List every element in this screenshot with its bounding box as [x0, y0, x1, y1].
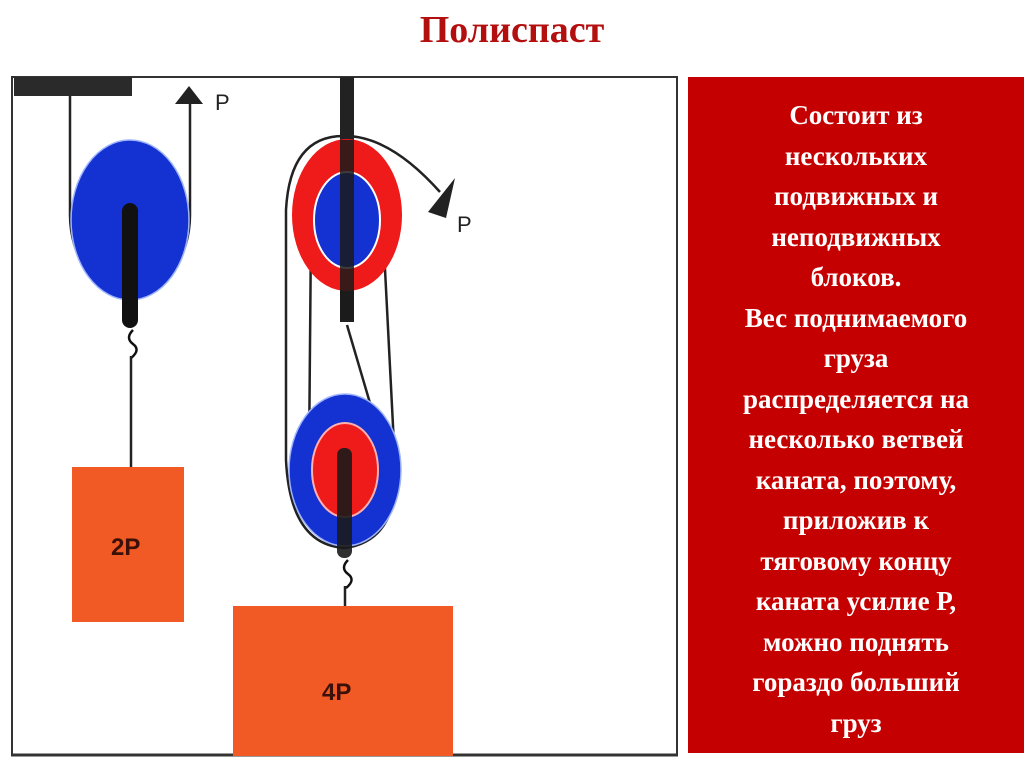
panel-line: груза [823, 343, 889, 373]
weight-4p [233, 606, 453, 756]
ceiling-mount [14, 77, 132, 96]
weight-4p-label: 4P [322, 679, 351, 706]
pulley-diagram: P 2P P 4P [11, 76, 678, 757]
right-force-label: P [457, 212, 472, 237]
panel-line: тяговому концу [760, 545, 952, 576]
panel-line: неподвижных [771, 221, 941, 252]
panel-line: Вес поднимаемого [744, 302, 968, 333]
panel-line: приложив к [782, 505, 930, 535]
force-arrow-diagonal-icon [428, 178, 455, 218]
description-panel: Состоит из нескольких подвижных и неподв… [688, 77, 1024, 753]
panel-line: блоков. [810, 262, 902, 292]
slide-title: Полиспаст [419, 9, 605, 51]
weight-2p-label: 2P [111, 534, 140, 561]
right-pulley-system: P 4P [233, 77, 472, 756]
left-force-label: P [215, 90, 230, 115]
panel-line: несколько ветвей [748, 424, 964, 454]
panel-line: можно поднять [763, 626, 949, 657]
panel-line: распределяется на [742, 383, 970, 414]
panel-line: груз [830, 707, 882, 738]
panel-line: нескольких [784, 140, 928, 171]
panel-line: Состоит из [789, 100, 923, 130]
panel-line: каната, поэтому, [755, 464, 957, 495]
weight-2p [72, 467, 184, 622]
panel-line: подвижных и [773, 181, 939, 211]
left-pulley-system: P 2P [14, 77, 230, 622]
panel-line: гораздо больший [752, 667, 960, 697]
force-arrow-up-icon [175, 86, 203, 104]
panel-line: каната усилие Р, [755, 586, 957, 616]
